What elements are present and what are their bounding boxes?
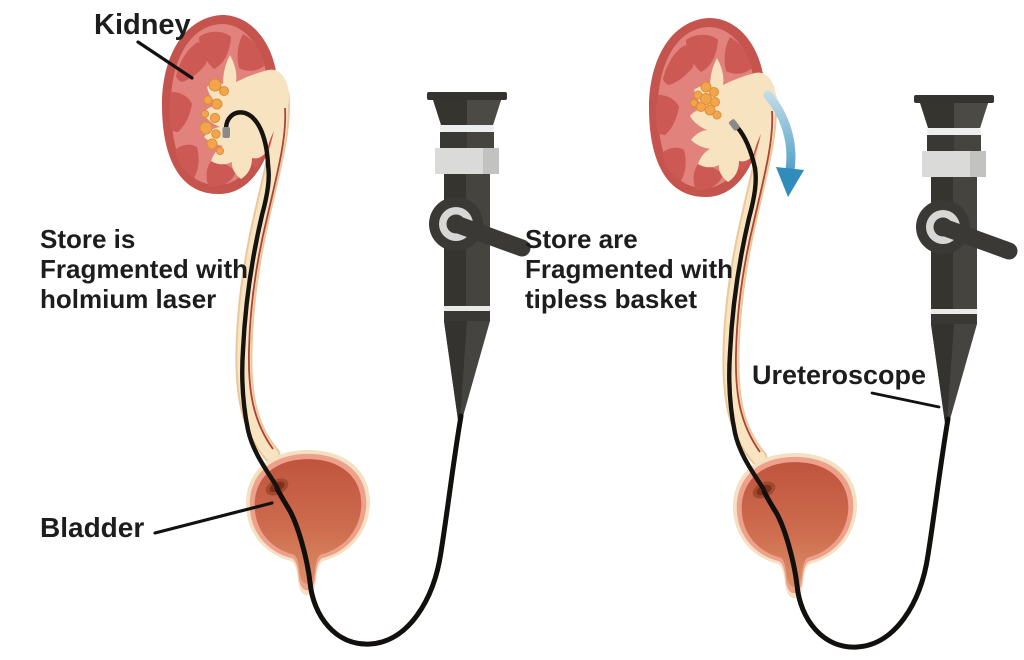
kidney-stones-left — [199, 78, 229, 156]
scope-tip-right — [728, 119, 758, 171]
anatomy-right — [649, 18, 1009, 647]
ureteroscope-label: Ureteroscope — [752, 360, 927, 390]
bladder-label: Bladder — [40, 512, 145, 543]
scope-tip-left — [222, 110, 271, 168]
kidney-pointer-line — [136, 40, 194, 80]
stone-fragments-right — [690, 81, 722, 120]
panel-right — [649, 18, 1009, 647]
bladder-pointer-line — [153, 501, 274, 535]
panel-left — [162, 15, 522, 644]
left-panel-caption: Store is Fragmented with holmium laser — [40, 224, 249, 314]
right-panel-caption: Store are Fragmented with tipless basket — [525, 224, 734, 314]
ureteroscope-pointer-line — [870, 391, 941, 409]
downward-arrow-icon — [763, 90, 804, 197]
kidney-label: Kidney — [94, 9, 191, 41]
